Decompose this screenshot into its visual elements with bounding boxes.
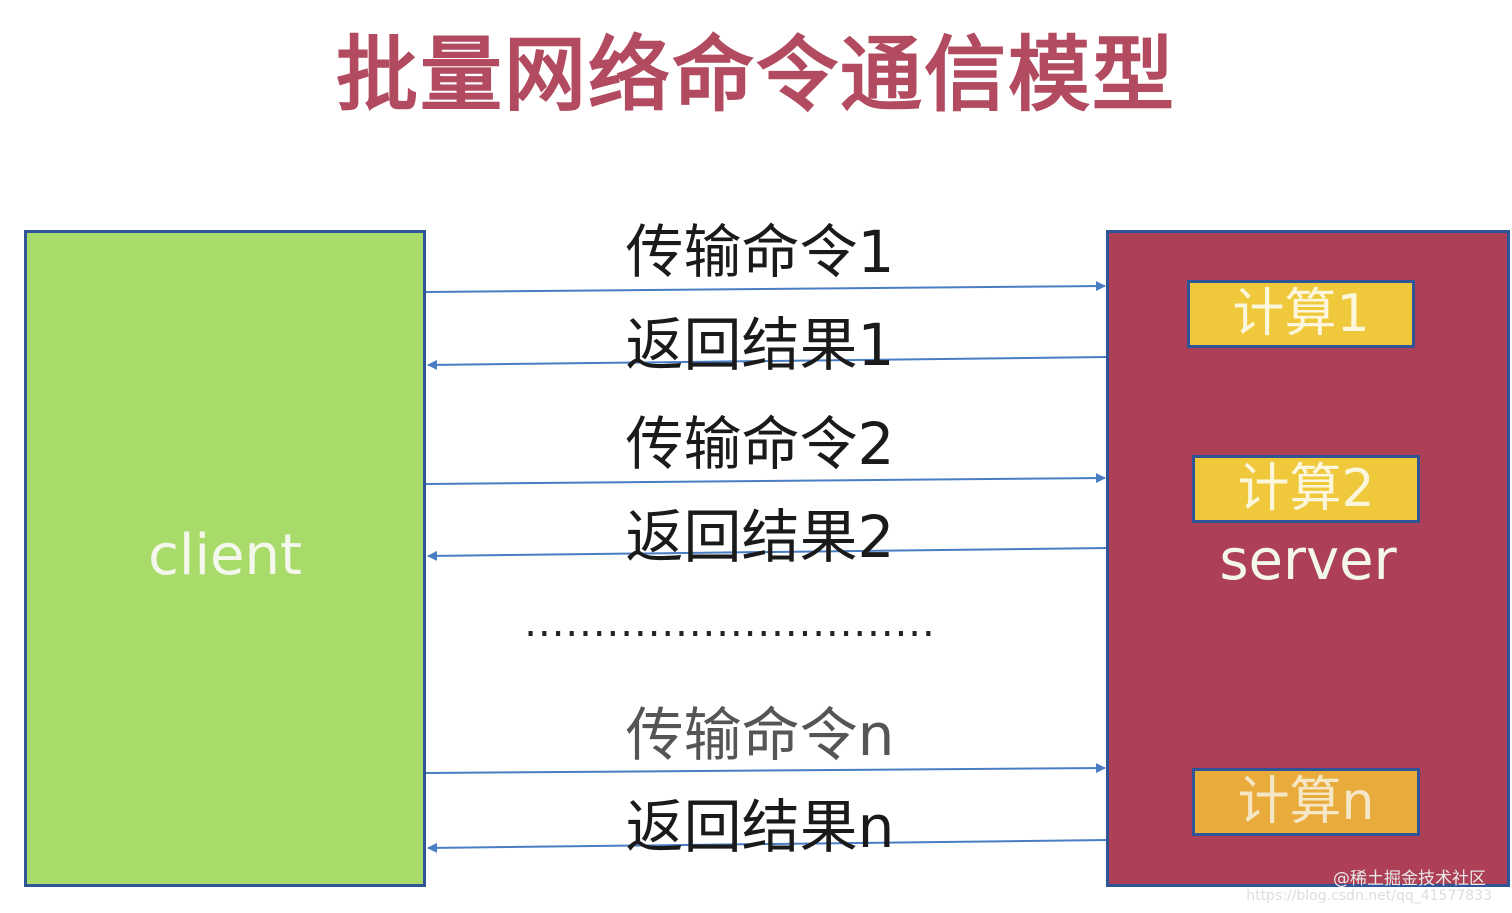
message-result-n: 返回结果n [625,793,895,861]
arrow-command-1 [425,281,1106,293]
arrow-command-n [425,763,1106,774]
arrow-result-1 [427,356,1109,370]
compute-box-n: 计算n [1192,768,1420,836]
client-box: client [24,230,426,887]
compute-box-2: 计算2 [1192,455,1420,523]
compute-box-1: 计算1 [1187,280,1415,348]
diagram-title: 批量网络命令通信模型 [335,28,1176,123]
message-result-1: 返回结果1 [625,311,895,379]
arrow-result-n [427,839,1109,853]
ellipsis: .............................. [524,600,936,646]
message-command-2: 传输命令2 [625,410,895,478]
watermark-brand: @稀土掘金技术社区 [1333,869,1486,889]
server-box: 计算1 计算2 server 计算n [1106,230,1510,887]
message-command-1: 传输命令1 [625,218,895,286]
client-label: client [148,523,302,588]
message-result-2: 返回结果2 [625,503,895,571]
arrow-result-2 [427,547,1109,561]
watermark-url: https://blog.csdn.net/qq_41577833 [1246,888,1492,904]
server-label: server [1219,528,1397,593]
message-command-n: 传输命令n [625,701,895,769]
arrow-command-2 [425,473,1106,485]
